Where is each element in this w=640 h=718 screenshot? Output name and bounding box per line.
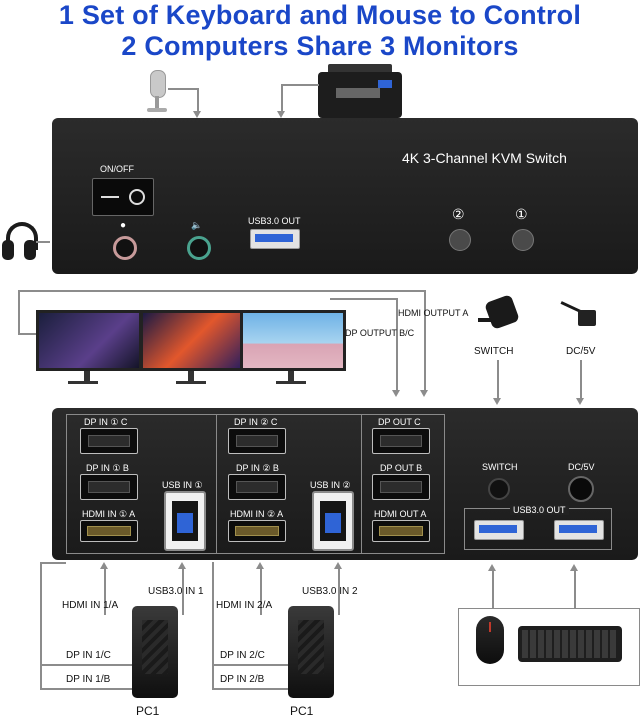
speaker-icon: 🔈 [191, 220, 203, 230]
monitor-1 [36, 310, 142, 371]
pc1-tower-left [132, 606, 178, 698]
hdmi-in-2a-port[interactable] [228, 520, 286, 542]
dc5v-label: DC/5V [566, 346, 596, 357]
switch-jack[interactable] [488, 478, 510, 500]
dp-in-2b-port[interactable] [228, 474, 286, 500]
product-name: 4K 3-Channel KVM Switch [402, 150, 567, 166]
dp-in-1c-label: DP IN ① C [84, 417, 128, 427]
monitor-3 [240, 310, 346, 371]
dc-jack[interactable] [568, 476, 594, 502]
monitor-2 [140, 310, 246, 371]
hdmi-output-a-label: HDMI OUTPUT A [398, 308, 469, 318]
hdmi-out-a-port[interactable] [372, 520, 430, 542]
dp-in-2c-text: DP IN 2/C [220, 650, 265, 661]
hdmi-out-a-label: HDMI OUT A [374, 509, 427, 519]
hdmi-in-2a-text: HDMI IN 2/A [216, 600, 273, 611]
hdmi-in-1a-label: HDMI IN ① A [82, 509, 136, 519]
back-usb-port-2[interactable] [554, 520, 604, 540]
dp-in-2b-text: DP IN 2/B [220, 674, 265, 685]
dp-in-1c-port[interactable] [80, 428, 138, 454]
title-line-1: 1 Set of Keyboard and Mouse to Control [58, 0, 582, 30]
mic-icon: ● [119, 220, 127, 231]
dp-out-c-port[interactable] [372, 428, 430, 454]
back-dc5v-label: DC/5V [568, 462, 595, 472]
dp-in-2b-label: DP IN ② B [236, 463, 279, 473]
dp-output-bc-label: DP OUTPUT B/C [345, 328, 415, 338]
mouse-icon [476, 616, 504, 664]
back-switch-label: SWITCH [482, 462, 518, 472]
title-line-2: 2 Computers Share 3 Monitors [121, 31, 519, 61]
pc1-right-label: PC1 [290, 704, 314, 718]
switch-adapter-icon [478, 288, 528, 336]
select-pc2-button[interactable] [449, 229, 471, 251]
microphone-icon [146, 70, 168, 116]
dp-in-2c-label: DP IN ② C [234, 417, 278, 427]
dp-in-1c-text: DP IN 1/C [66, 650, 111, 661]
power-switch[interactable] [92, 178, 154, 216]
dp-in-1b-label: DP IN ① B [86, 463, 129, 473]
on-off-label: ON/OFF [100, 164, 134, 174]
dp-out-c-label: DP OUT C [378, 417, 421, 427]
back-usb-out-label: USB3.0 OUT [510, 505, 569, 515]
hdmi-in-1a-text: HDMI IN 1/A [62, 600, 119, 611]
pc2-tower [288, 606, 334, 698]
usb-in-1-label: USB IN ① [162, 480, 203, 490]
dc-adapter-icon [560, 298, 600, 328]
usb30-in-1-text: USB3.0 IN 1 [148, 586, 204, 597]
usb-in-1-port[interactable] [164, 491, 206, 551]
printer-icon [318, 64, 402, 118]
front-usb-out-label: USB3.0 OUT [248, 216, 301, 226]
pc1-left-label: PC1 [136, 704, 160, 718]
usb-in-2-port[interactable] [312, 491, 354, 551]
dp-in-1b-text: DP IN 1/B [66, 674, 111, 685]
dp-out-b-label: DP OUT B [380, 463, 423, 473]
headphones-icon [2, 222, 38, 262]
back-usb-port-1[interactable] [474, 520, 524, 540]
usb30-in-2-text: USB3.0 IN 2 [302, 586, 358, 597]
hdmi-in-2a-label: HDMI IN ② A [230, 509, 284, 519]
button-1-label: ① [515, 206, 528, 222]
front-usb-port[interactable] [250, 229, 300, 249]
dp-in-1b-port[interactable] [80, 474, 138, 500]
speaker-jack[interactable] [187, 236, 211, 260]
switch-label: SWITCH [474, 346, 514, 357]
select-pc1-button[interactable] [512, 229, 534, 251]
button-2-label: ② [452, 206, 465, 222]
hdmi-in-1a-port[interactable] [80, 520, 138, 542]
mic-jack[interactable] [113, 236, 137, 260]
keyboard-icon [518, 626, 622, 662]
dp-in-2c-port[interactable] [228, 428, 286, 454]
usb-in-2-label: USB IN ② [310, 480, 351, 490]
dp-out-b-port[interactable] [372, 474, 430, 500]
